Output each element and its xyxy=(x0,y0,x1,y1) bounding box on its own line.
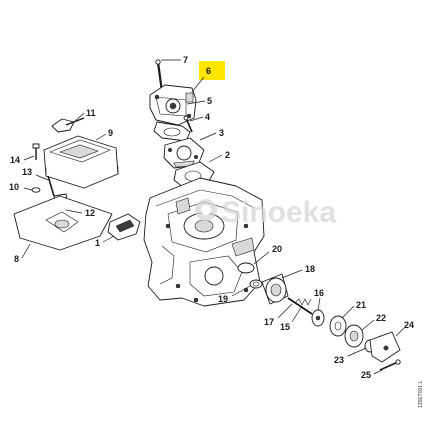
callout-23: 23 xyxy=(334,355,344,365)
leader-13 xyxy=(35,174,49,181)
callout-4: 4 xyxy=(205,112,210,122)
callout-18: 18 xyxy=(305,264,315,274)
callout-9: 9 xyxy=(108,128,113,138)
callout-3: 3 xyxy=(219,128,224,138)
leader-1 xyxy=(102,235,115,243)
part-16-disc xyxy=(311,309,325,327)
callout-22: 22 xyxy=(376,313,386,323)
callout-20: 20 xyxy=(272,244,282,254)
callout-7: 7 xyxy=(183,55,188,65)
callout-1: 1 xyxy=(95,238,100,248)
leader-3 xyxy=(199,132,217,141)
leader-23 xyxy=(347,347,367,357)
part-11-lever xyxy=(51,117,85,133)
leader-4 xyxy=(189,116,204,122)
watermark: Sinoeka xyxy=(195,196,336,229)
part-19-o-ring xyxy=(249,279,263,289)
part-15-spring xyxy=(295,298,312,306)
callout-2: 2 xyxy=(225,150,230,160)
drawing-code: 135ET001 L xyxy=(418,381,424,408)
callout-21: 21 xyxy=(356,300,366,310)
leader-17 xyxy=(277,303,293,319)
callout-12: 12 xyxy=(85,208,95,218)
callout-25: 25 xyxy=(361,370,371,380)
callout-24: 24 xyxy=(404,320,414,330)
callout-14: 14 xyxy=(10,155,20,165)
callout-5: 5 xyxy=(207,96,212,106)
leader-11 xyxy=(72,112,85,124)
part-6-carburetor xyxy=(149,84,197,126)
part-1-bracket xyxy=(107,213,141,241)
leader-21 xyxy=(341,305,355,319)
part-8-base-plate xyxy=(13,195,113,251)
callout-8: 8 xyxy=(14,254,19,264)
part-24-cover xyxy=(369,331,401,363)
callout-16: 16 xyxy=(314,288,324,298)
part-25-screw xyxy=(379,359,401,371)
part-21-disc xyxy=(329,315,347,337)
callout-13: 13 xyxy=(22,167,32,177)
crankcase xyxy=(143,177,265,307)
part-10-washer xyxy=(31,187,41,193)
part-14-screw xyxy=(32,143,40,160)
callout-17: 17 xyxy=(264,317,274,327)
leader-12 xyxy=(65,209,83,214)
leader-22 xyxy=(361,319,375,331)
leader-24 xyxy=(395,327,405,337)
callout-6-highlight xyxy=(199,61,225,80)
callout-10: 10 xyxy=(9,182,19,192)
leader-6 xyxy=(191,76,205,93)
callouts: 7 6 5 4 3 2 11 9 14 13 10 12 xyxy=(9,55,414,380)
leader-16 xyxy=(317,297,321,311)
callout-19: 19 xyxy=(218,294,228,304)
leader-25 xyxy=(373,369,383,375)
leader-2 xyxy=(208,154,223,163)
part-13-stud xyxy=(47,175,55,197)
callout-11: 11 xyxy=(86,108,96,118)
watermark-logo-icon xyxy=(195,199,217,221)
watermark-text: Sinoeka xyxy=(221,196,336,229)
callout-15: 15 xyxy=(280,322,290,332)
leader-9 xyxy=(95,133,107,141)
part-9-filter-cover xyxy=(43,135,119,189)
callout-6: 6 xyxy=(206,66,211,76)
part-18-oil-pump xyxy=(261,273,289,305)
part-22-cap xyxy=(344,324,364,348)
leader-10 xyxy=(23,187,33,191)
part-17-shaft xyxy=(287,297,313,315)
leader-20 xyxy=(253,251,270,265)
leader-14 xyxy=(23,155,35,161)
leader-19 xyxy=(231,285,251,297)
leader-18 xyxy=(281,269,303,279)
leader-8 xyxy=(21,243,31,259)
part-20-gasket xyxy=(237,262,255,274)
part-4-screw xyxy=(183,115,193,133)
leader-5 xyxy=(186,100,206,105)
part-5-spacer xyxy=(153,121,191,142)
leader-15 xyxy=(291,305,303,323)
